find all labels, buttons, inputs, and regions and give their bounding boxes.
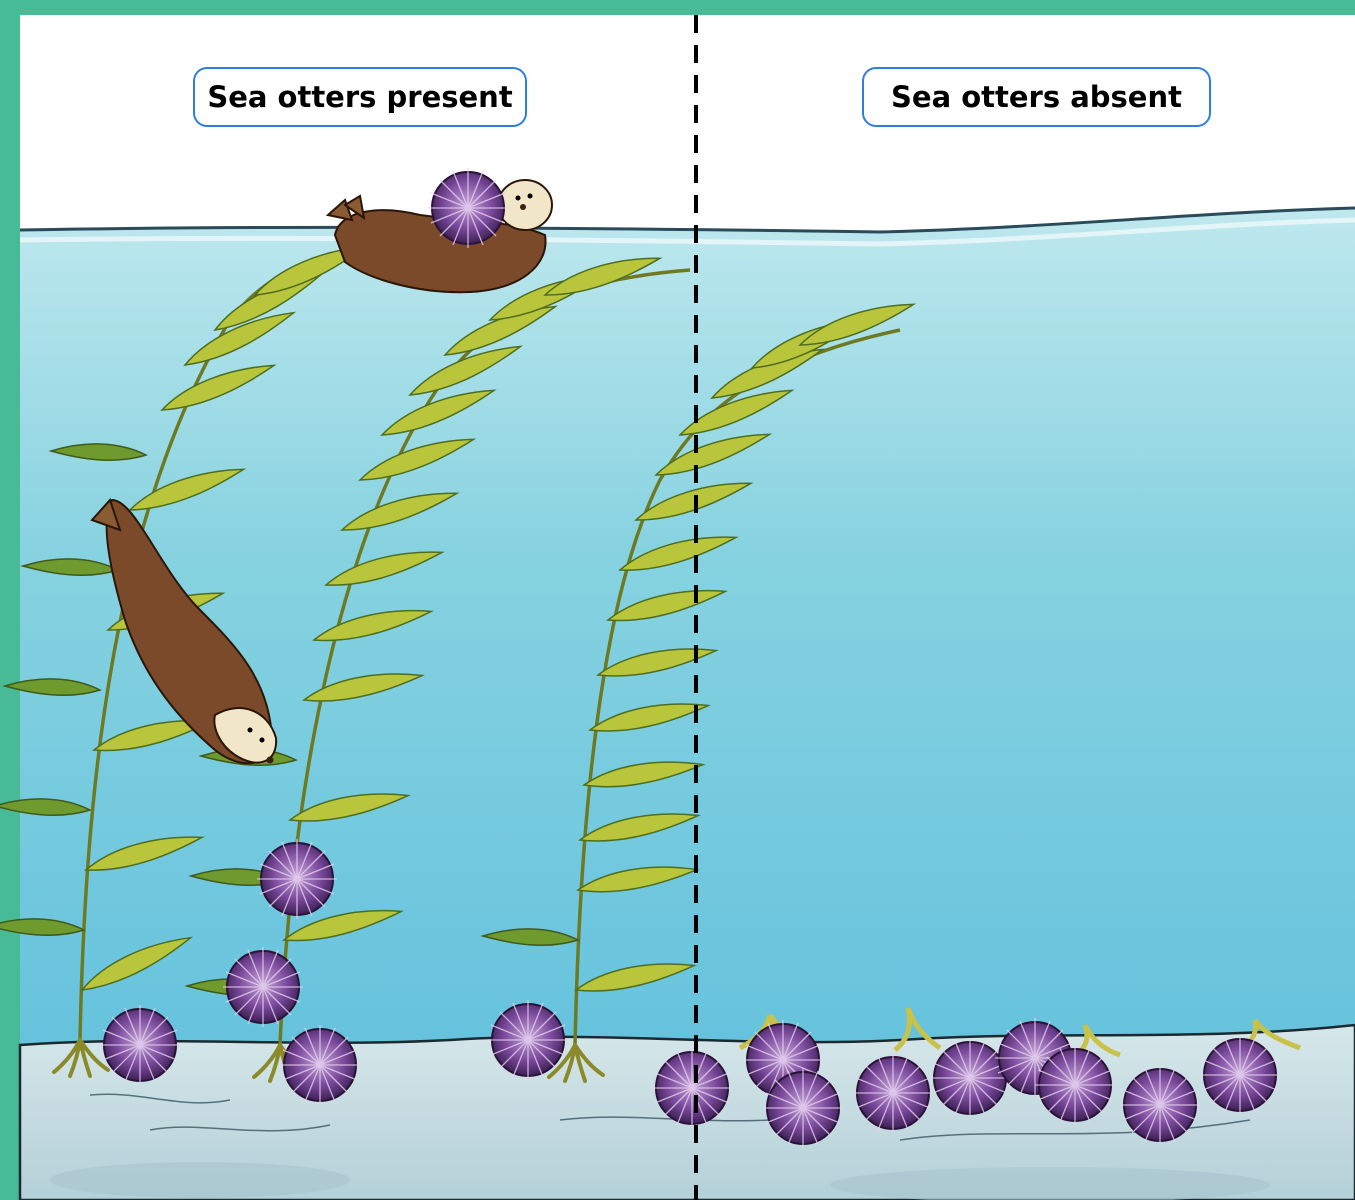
sea-urchin <box>100 1005 180 1085</box>
sea-urchin <box>280 1025 360 1105</box>
sea-urchin <box>1120 1065 1200 1145</box>
sea-urchin <box>763 1068 843 1148</box>
label-sea-otters-absent: Sea otters absent <box>862 67 1211 127</box>
sea-urchin <box>930 1038 1010 1118</box>
sea-urchin-on-kelp <box>257 839 337 919</box>
sea-urchin <box>488 1000 568 1080</box>
sea-urchin <box>652 1048 732 1128</box>
sea-urchin <box>1035 1045 1115 1125</box>
sea-urchin <box>853 1053 933 1133</box>
label-sea-otters-present: Sea otters present <box>193 67 527 127</box>
sea-urchin-on-kelp <box>223 947 303 1027</box>
sea-urchin <box>1200 1035 1280 1115</box>
